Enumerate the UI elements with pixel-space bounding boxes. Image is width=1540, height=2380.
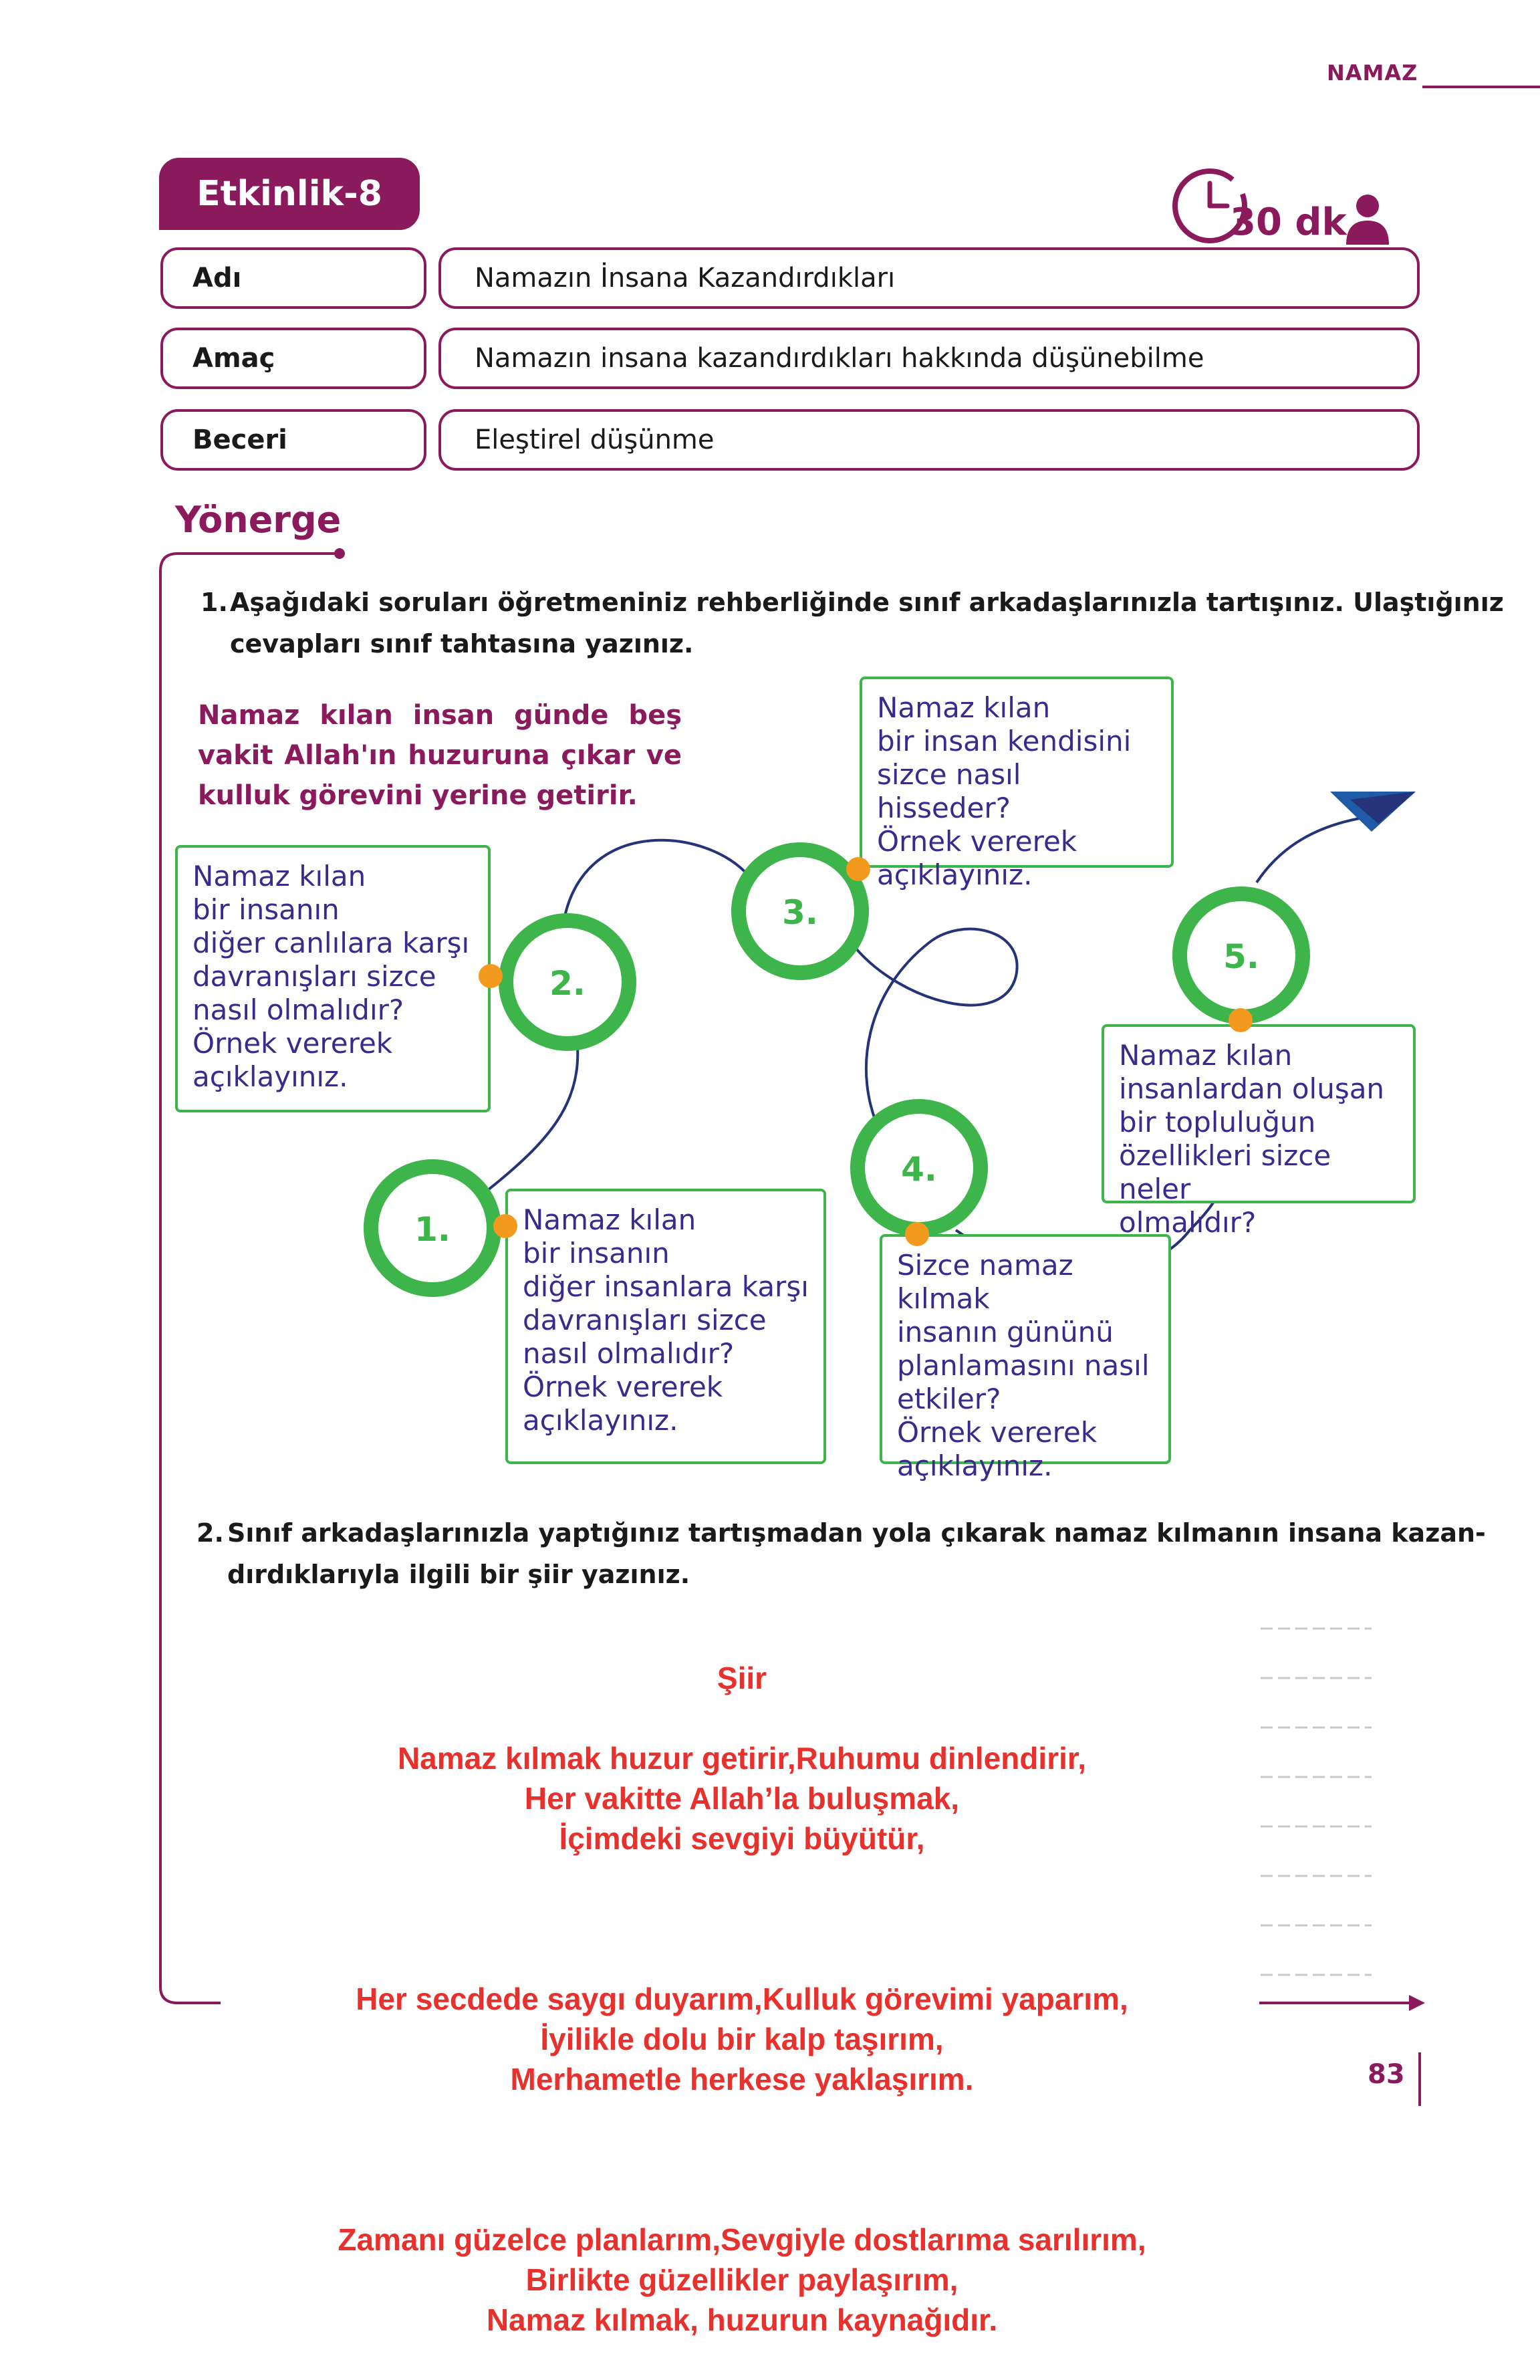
row-value-purpose: Namazın insana kazandırdıkları hakkında …: [438, 328, 1420, 389]
step-2-question: Namaz kılan bir insanın diğer canlılara …: [175, 845, 491, 1112]
duration-text: 30 dk.: [1230, 201, 1362, 244]
poem-title: Şiir: [717, 1661, 767, 1695]
instructions-frame: [159, 548, 1425, 2106]
header-rule: [1422, 86, 1540, 88]
row-value-name: Namazın İnsana Kazandırdıkları: [438, 247, 1420, 309]
poem-stanza-2: Her secdede saygı duyarım,Kulluk görevim…: [356, 1982, 1128, 2097]
clock-icon: [1172, 168, 1247, 243]
instructions-heading: Yönerge: [175, 499, 342, 541]
poem-stanza-1: Namaz kılmak huzur getirir,Ruhumu dinlen…: [397, 1741, 1087, 1856]
section-title: NAMAZ: [1327, 60, 1418, 86]
poem-stanza-3: Zamanı güzelce planlarım,Sevgiyle dostla…: [338, 2222, 1146, 2337]
step-4-number: 4.: [901, 1150, 937, 1189]
step-3-number: 3.: [782, 893, 818, 932]
step-5-number: 5.: [1223, 937, 1259, 976]
step-3-question: Namaz kılan bir insan kendisini sizce na…: [860, 677, 1174, 891]
step-2-ring: 2.: [499, 913, 636, 1051]
task-2-line-1: Sınıf arkadaşlarınızla yaptığınız tartış…: [227, 1518, 1486, 1548]
person-icon: [1346, 195, 1389, 245]
row-value-skill: Eleştirel düşünme: [438, 409, 1420, 471]
step-4-dot: [905, 1222, 929, 1246]
step-1-number: 1.: [414, 1210, 451, 1249]
step-5-dot: [1229, 1008, 1253, 1032]
step-2-number: 2.: [549, 964, 586, 1003]
step-5-question: Namaz kılan insanlardan oluşan bir toplu…: [1102, 1024, 1416, 1239]
row-label-name: Adı: [160, 247, 426, 309]
step-3-dot: [846, 857, 870, 881]
diagram-intro: Namaz kılan insan günde beş vakit Allah'…: [198, 700, 682, 811]
step-1-question: Namaz kılan bir insanın diğer insanlara …: [505, 1189, 826, 1464]
task-1-line-2: cevapları sınıf tahtasına yazınız.: [230, 629, 694, 659]
paper-plane-icon: [1330, 792, 1416, 832]
connector-dots: [479, 857, 1253, 1246]
page-number: 83: [1368, 2059, 1405, 2090]
poem: Şiir Namaz kılmak huzur getirir,Ruhumu d…: [201, 1618, 1283, 2380]
task-1-line-1: Aşağıdaki soruları öğretmeniniz rehberli…: [230, 588, 1504, 617]
step-4-question: Sizce namaz kılmak insanın gününü planla…: [880, 1234, 1171, 1482]
task-2-line-2: dırdıklarıyla ilgili bir şiir yazınız.: [227, 1560, 690, 1589]
step-3-ring: 3.: [731, 842, 869, 980]
row-label-purpose: Amaç: [160, 328, 426, 389]
row-label-skill: Beceri: [160, 409, 426, 471]
task-2-number: 2.: [197, 1518, 224, 1548]
step-1-dot: [493, 1214, 517, 1238]
step-2-dot: [479, 964, 503, 988]
activity-title: Etkinlik-8: [159, 158, 420, 230]
task-1-number: 1.: [201, 588, 228, 617]
